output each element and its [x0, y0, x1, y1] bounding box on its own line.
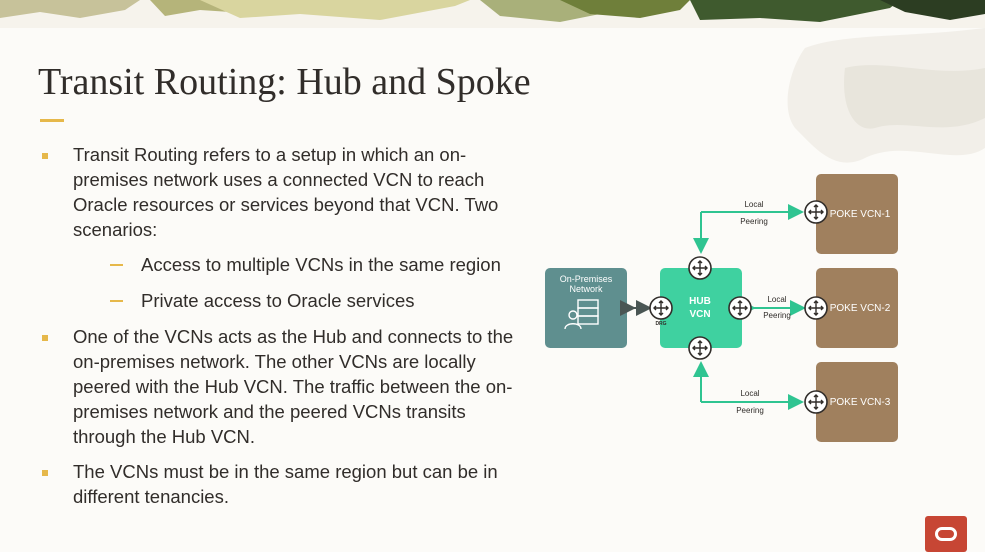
sub-bullet-text: Private access to Oracle services — [141, 290, 415, 311]
bullet-text: The VCNs must be in the same region but … — [73, 461, 498, 507]
bullet-text: Transit Routing refers to a setup in whi… — [73, 144, 499, 240]
hub-router-top-icon — [688, 256, 712, 280]
peering-label-top-3: Local — [740, 389, 759, 398]
decorative-header-band — [0, 0, 985, 28]
oracle-logo-icon — [935, 527, 957, 541]
sub-bullet-marker — [110, 264, 123, 266]
drg-router-icon — [649, 296, 673, 320]
spoke-vcn-2-node: POKE VCN-2 — [816, 268, 898, 348]
oracle-logo — [925, 516, 967, 552]
bullet-list: Transit Routing refers to a setup in whi… — [38, 142, 518, 519]
peering-arrows — [693, 204, 806, 410]
sub-bullet-item: Access to multiple VCNs in the same regi… — [38, 252, 518, 277]
router-icons — [649, 200, 828, 414]
hub-label-line2: VCN — [689, 309, 710, 320]
bullet-text: One of the VCNs acts as the Hub and conn… — [73, 326, 514, 447]
hub-spoke-diagram: On-Premises Network HUB VCN POKE VCN-1 P… — [545, 174, 898, 442]
bullet-marker — [42, 335, 48, 341]
bullet-marker — [42, 153, 48, 159]
hub-router-right-icon — [728, 296, 752, 320]
hub-router-bottom-icon — [688, 336, 712, 360]
spoke-vcn-1-node: POKE VCN-1 — [816, 174, 898, 254]
spoke-2-router-icon — [804, 296, 828, 320]
on-premises-network-node: On-Premises Network — [545, 268, 627, 348]
hub-label-line1: HUB — [689, 296, 711, 307]
bullet-item: The VCNs must be in the same region but … — [38, 459, 518, 509]
peering-label-top-1: Local — [744, 200, 763, 209]
spoke-vcn-1-label: POKE VCN-1 — [830, 209, 891, 220]
peering-label-bottom-2: Peering — [763, 311, 791, 320]
server-user-icon — [564, 299, 599, 330]
on-premises-label-line1: On-Premises — [560, 274, 613, 284]
spoke-vcn-3-label: POKE VCN-3 — [830, 397, 891, 408]
title-accent-rule — [40, 119, 64, 122]
bullet-marker — [42, 470, 48, 476]
decorative-texture — [787, 28, 985, 163]
hub-vcn-node: HUB VCN — [660, 268, 742, 348]
on-premises-label-line2: Network — [569, 284, 603, 294]
peering-label-bottom-1: Peering — [740, 217, 768, 226]
spoke-3-router-icon — [804, 390, 828, 414]
bullet-item: Transit Routing refers to a setup in whi… — [38, 142, 518, 242]
slide-title: Transit Routing: Hub and Spoke — [38, 61, 531, 103]
spoke-vcn-2-label: POKE VCN-2 — [830, 303, 891, 314]
sub-bullet-list: Access to multiple VCNs in the same regi… — [38, 252, 518, 313]
sub-bullet-text: Access to multiple VCNs in the same regi… — [141, 254, 501, 275]
peering-label-top-2: Local — [767, 295, 786, 304]
peering-label-bottom-3: Peering — [736, 406, 764, 415]
sub-bullet-item: Private access to Oracle services — [38, 288, 518, 313]
bullet-item: One of the VCNs acts as the Hub and conn… — [38, 324, 518, 449]
drg-label: DRG — [655, 321, 666, 327]
spoke-vcn-3-node: POKE VCN-3 — [816, 362, 898, 442]
sub-bullet-marker — [110, 300, 123, 302]
spoke-1-router-icon — [804, 200, 828, 224]
